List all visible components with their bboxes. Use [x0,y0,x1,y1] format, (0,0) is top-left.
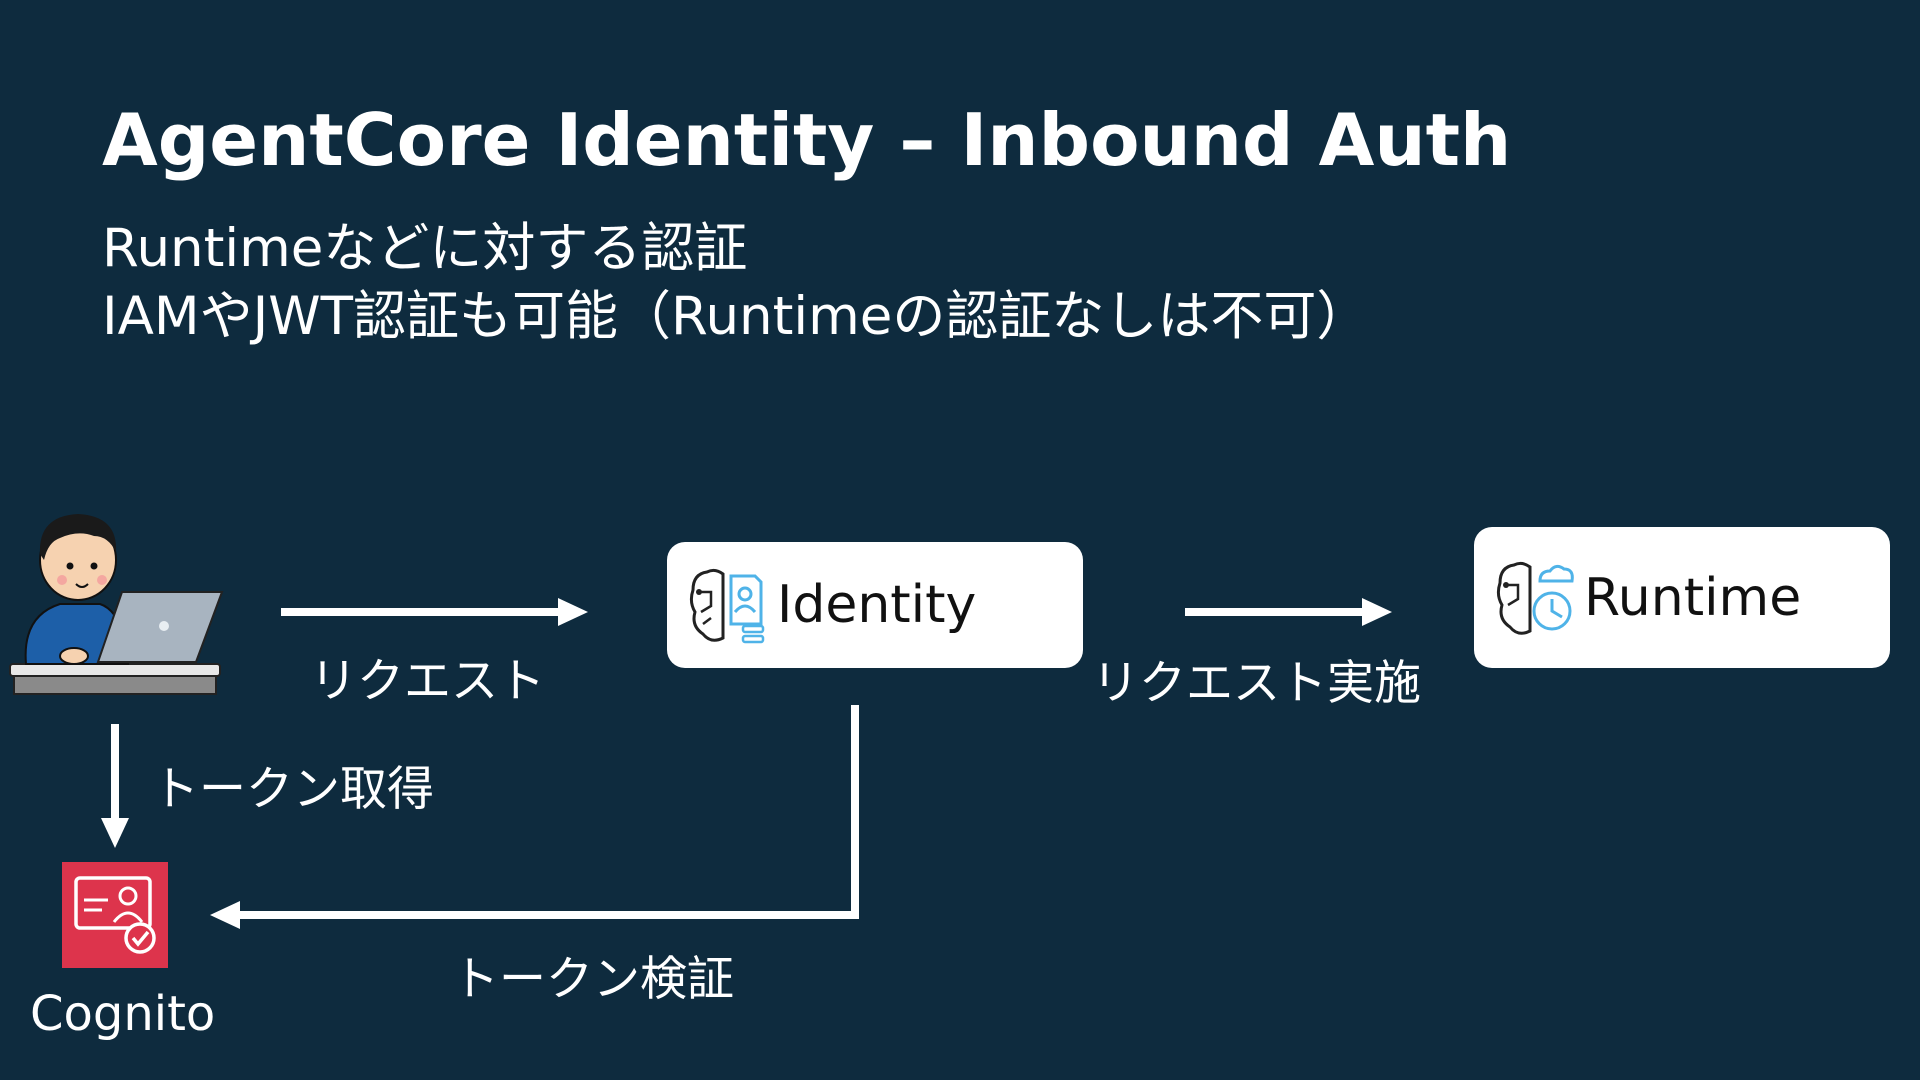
subtitle-line-2: IAMやJWT認証も可能（Runtimeの認証なしは不可） [102,286,1370,347]
user-laptop-icon [9,514,224,695]
identity-label: Identity [777,575,977,635]
runtime-node: Runtime [1474,527,1890,668]
agentcore-runtime-icon [1496,561,1574,635]
arrow-request [281,598,588,626]
cognito-label: Cognito [30,986,216,1042]
user-node [4,496,226,702]
edge-label-get-token: トークン取得 [152,762,434,817]
identity-node: Identity [667,542,1083,668]
edge-label-request-exec: リクエスト実施 [1092,656,1421,711]
edge-label-verify-token: トークン検証 [452,952,734,1007]
edge-label-request: リクエスト [310,654,545,709]
runtime-label: Runtime [1584,567,1802,628]
subtitle-line-1: Runtimeなどに対する認証 [102,218,748,279]
agentcore-identity-icon [689,568,765,644]
arrow-request-exec [1185,598,1392,626]
arrow-get-token [101,724,129,848]
arrow-verify-token [210,705,859,929]
slide-title: AgentCore Identity – Inbound Auth [102,98,1512,182]
cognito-icon [62,862,168,968]
